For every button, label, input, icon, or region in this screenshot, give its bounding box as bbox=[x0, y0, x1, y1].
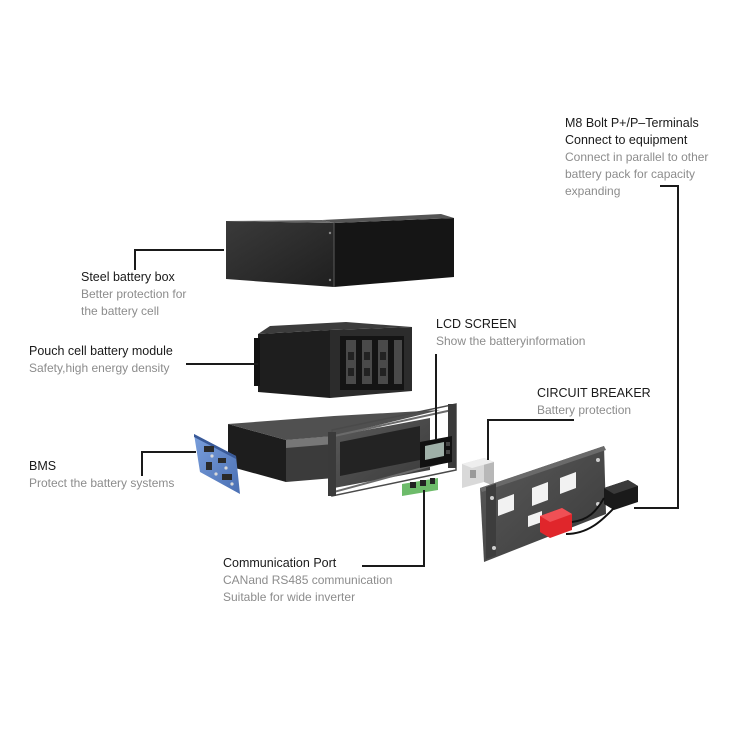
callout-bms-title: BMS bbox=[29, 459, 57, 473]
terminal-panel bbox=[480, 446, 606, 562]
callout-comm-line-2: Suitable for wide inverter bbox=[223, 590, 356, 604]
leader-line-bms bbox=[141, 451, 196, 476]
callout-lcd-line-1: Show the batteryinformation bbox=[436, 334, 586, 348]
lcd-screen bbox=[420, 436, 452, 468]
leader-line-breaker bbox=[487, 419, 574, 460]
battery-chassis bbox=[228, 403, 457, 497]
steel-battery-box bbox=[226, 214, 454, 287]
callout-pouch-title: Pouch cell battery module bbox=[29, 344, 173, 358]
callout-steel-box: Steel battery box Better protection for … bbox=[81, 269, 186, 320]
callout-comm-line-1: CANand RS485 communication bbox=[223, 573, 393, 587]
m8-bolt-terminals bbox=[540, 480, 638, 538]
communication-board bbox=[402, 478, 438, 496]
callout-m8-line-3: expanding bbox=[565, 184, 621, 198]
callout-comm-port: Communication Port CANand RS485 communic… bbox=[223, 555, 392, 606]
callout-m8-line-2: battery pack for capacity bbox=[565, 167, 696, 181]
callout-bms-line-1: Protect the battery systems bbox=[29, 476, 175, 490]
callout-bms: BMS Protect the battery systems bbox=[29, 458, 174, 492]
circuit-breaker bbox=[462, 458, 494, 488]
callout-m8-title2: Connect to equipment bbox=[565, 133, 688, 147]
callout-comm-title: Communication Port bbox=[223, 556, 337, 570]
callout-m8-bolt: M8 Bolt P+/P–Terminals Connect to equipm… bbox=[565, 115, 708, 200]
bms-board bbox=[194, 434, 240, 494]
callout-pouch-line-1: Safety,high energy density bbox=[29, 361, 170, 375]
leader-line-m8 bbox=[634, 185, 679, 509]
leader-line-steel-box bbox=[134, 249, 224, 270]
callout-m8-title: M8 Bolt P+/P–Terminals bbox=[565, 116, 699, 130]
callout-steel-box-title: Steel battery box bbox=[81, 270, 175, 284]
callout-steel-box-line-2: the battery cell bbox=[81, 304, 160, 318]
callout-pouch-module: Pouch cell battery module Safety,high en… bbox=[29, 343, 173, 377]
pouch-cell-module bbox=[254, 322, 412, 398]
callout-steel-box-line-1: Better protection for bbox=[81, 287, 187, 301]
leader-line-comm bbox=[362, 490, 425, 567]
callout-lcd-title: LCD SCREEN bbox=[436, 317, 517, 331]
callout-breaker-line-1: Battery protection bbox=[537, 403, 632, 417]
callout-breaker-title: CIRCUIT BREAKER bbox=[537, 386, 651, 400]
callout-lcd: LCD SCREEN Show the batteryinformation bbox=[436, 316, 585, 350]
callout-breaker: CIRCUIT BREAKER Battery protection bbox=[537, 385, 651, 419]
callout-m8-line-1: Connect in parallel to other bbox=[565, 150, 709, 164]
